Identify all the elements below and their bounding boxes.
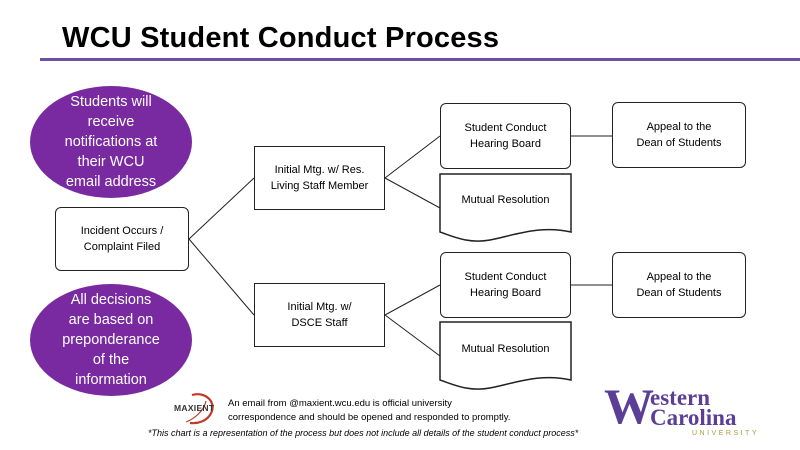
mutual-resolution-bottom-shape xyxy=(439,321,572,390)
appeal-top-node: Appeal to the Dean of Students xyxy=(612,102,746,168)
disclaimer: *This chart is a representation of the p… xyxy=(148,428,579,438)
wcu-logo: W estern Carolina UNIVERSITY xyxy=(604,378,774,440)
mutual-resolution-top-label: Mutual Resolution xyxy=(461,194,550,206)
connector-incident-dsce xyxy=(188,238,255,316)
title-divider xyxy=(40,58,800,61)
connector-res-hearing xyxy=(384,135,441,179)
notifications-bubble: Students will receive notifications at t… xyxy=(30,86,192,198)
initial-res-node: Initial Mtg. w/ Res. Living Staff Member xyxy=(254,146,385,210)
incident-node: Incident Occurs / Complaint Filed xyxy=(55,207,189,271)
wcu-logo-line2: Carolina xyxy=(650,405,737,430)
connector-res-mutual xyxy=(384,177,441,209)
page-title: WCU Student Conduct Process xyxy=(62,22,500,54)
connector-incident-res xyxy=(188,177,255,240)
wcu-logo-initial: W xyxy=(604,378,654,434)
hearing-board-bottom-node: Student Conduct Hearing Board xyxy=(440,252,571,318)
appeal-bottom-node: Appeal to the Dean of Students xyxy=(612,252,746,318)
decisions-bubble: All decisions are based on preponderance… xyxy=(30,284,192,396)
mutual-resolution-bottom-label: Mutual Resolution xyxy=(461,343,550,355)
wcu-logo-line1: estern xyxy=(650,385,711,410)
mutual-resolution-top-shape xyxy=(439,173,572,242)
maxient-swoosh-icon xyxy=(185,393,214,425)
maxient-logo-text: MAXIENT xyxy=(174,403,215,413)
hearing-board-top-node: Student Conduct Hearing Board xyxy=(440,103,571,169)
email-note: An email from @maxient.wcu.edu is offici… xyxy=(228,398,511,423)
wcu-logo-line3: UNIVERSITY xyxy=(692,430,760,437)
connector-dsce-mutual xyxy=(384,314,441,357)
connector-dsce-hearing xyxy=(384,284,441,316)
initial-dsce-node: Initial Mtg. w/ DSCE Staff xyxy=(254,283,385,347)
